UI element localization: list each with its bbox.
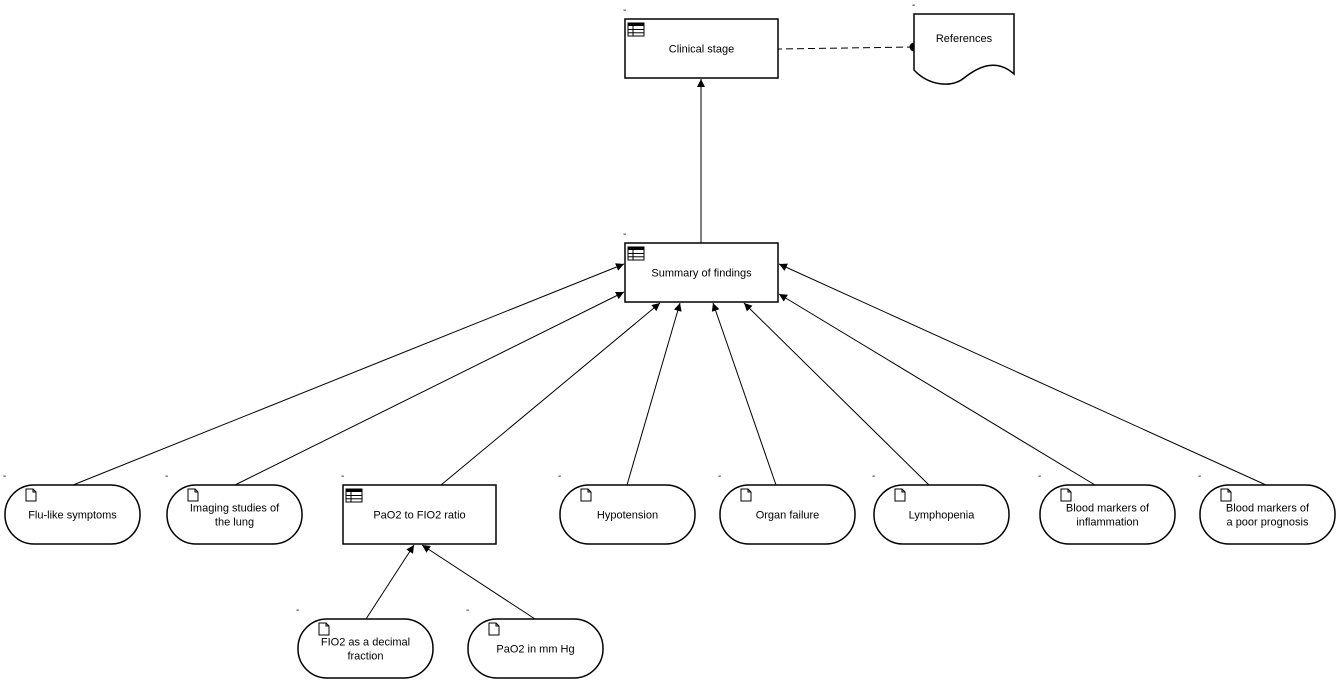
node-pill <box>873 484 1010 545</box>
node-marker: - <box>558 471 561 482</box>
node-pill <box>719 484 856 545</box>
table-icon <box>627 22 645 37</box>
node-label: a poor prognosis <box>1227 517 1309 529</box>
node-pill <box>559 484 696 545</box>
edge-hypotension-to-summary <box>626 302 682 486</box>
node-label: FIO2 as a decimal <box>321 637 410 649</box>
node-marker: - <box>165 471 168 482</box>
document-icon <box>740 488 752 502</box>
document-icon <box>488 622 500 636</box>
document-icon <box>1220 488 1232 502</box>
node-label: the lung <box>215 517 254 529</box>
edge-organ-to-summary <box>711 302 777 486</box>
edge-references-to-clinical <box>777 46 915 50</box>
node-box <box>624 18 779 79</box>
node-references[interactable]: - References <box>912 0 1015 85</box>
node-label: PaO2 in mm Hg <box>496 644 574 656</box>
node-marker: - <box>1038 471 1041 482</box>
node-imaging[interactable]: - Imaging studies of the lung <box>165 471 303 545</box>
table-icon <box>627 246 645 261</box>
node-label: Lymphopenia <box>909 510 976 522</box>
node-hypotension[interactable]: - Hypotension <box>558 471 696 545</box>
node-pill <box>1199 484 1336 545</box>
node-marker: - <box>718 471 721 482</box>
node-fio2[interactable]: - FIO2 as a decimal fraction <box>296 605 434 679</box>
node-pill <box>297 618 434 679</box>
node-inflam[interactable]: - Blood markers of inflammation <box>1038 471 1176 545</box>
node-label: References <box>936 33 993 45</box>
node-marker: - <box>912 0 915 11</box>
node-pao2mm[interactable]: - PaO2 in mm Hg <box>466 605 604 679</box>
node-label: Flu-like symptoms <box>28 510 117 522</box>
node-marker: - <box>3 471 6 482</box>
node-pill <box>1039 484 1176 545</box>
node-label: Imaging studies of <box>190 503 280 515</box>
node-label: Clinical stage <box>669 44 734 56</box>
node-label: Organ failure <box>756 510 820 522</box>
node-marker: - <box>1198 471 1201 482</box>
node-pill <box>4 484 141 545</box>
document-icon <box>1060 488 1072 502</box>
node-marker: - <box>296 605 299 616</box>
node-label: Hypotension <box>597 510 658 522</box>
node-flu[interactable]: - Flu-like symptoms <box>3 471 141 545</box>
edge-pao2ratio-to-summary <box>440 302 661 486</box>
node-clinical[interactable]: - Clinical stage <box>623 5 779 79</box>
node-box <box>342 484 497 545</box>
node-marker: - <box>872 471 875 482</box>
node-marker: - <box>341 471 344 482</box>
node-label: PaO2 to FIO2 ratio <box>373 510 465 522</box>
node-label: Blood markers of <box>1066 503 1150 515</box>
table-icon <box>345 488 363 503</box>
node-pill <box>166 484 303 545</box>
edge-pao2mm-to-pao2ratio <box>421 544 536 620</box>
edge-fio2-to-pao2ratio <box>365 544 415 620</box>
edge-imaging-to-summary <box>234 291 625 486</box>
node-box <box>624 242 779 303</box>
node-marker: - <box>623 229 626 240</box>
document-icon <box>187 488 199 502</box>
edge-flu-to-summary <box>72 263 625 486</box>
node-summary[interactable]: - Summary of findings <box>623 229 779 303</box>
node-pao2ratio[interactable]: - PaO2 to FIO2 ratio <box>341 471 497 545</box>
node-label: Blood markers of <box>1226 503 1310 515</box>
node-marker: - <box>623 5 626 16</box>
document-icon <box>580 488 592 502</box>
document-icon <box>894 488 906 502</box>
edge-inflam-to-summary <box>778 293 1096 486</box>
document-icon <box>318 622 330 636</box>
node-label: inflammation <box>1076 517 1138 529</box>
node-organ[interactable]: - Organ failure <box>718 471 856 545</box>
node-label: Summary of findings <box>651 268 752 280</box>
edge-prognosis-to-summary <box>778 263 1267 486</box>
node-label: fraction <box>347 651 383 663</box>
node-lympho[interactable]: - Lymphopenia <box>872 471 1010 545</box>
document-shape <box>913 13 1015 85</box>
edge-lympho-to-summary <box>743 302 930 486</box>
document-icon <box>25 488 37 502</box>
node-prognosis[interactable]: - Blood markers of a poor prognosis <box>1198 471 1336 545</box>
node-marker: - <box>466 605 469 616</box>
node-pill <box>467 618 604 679</box>
